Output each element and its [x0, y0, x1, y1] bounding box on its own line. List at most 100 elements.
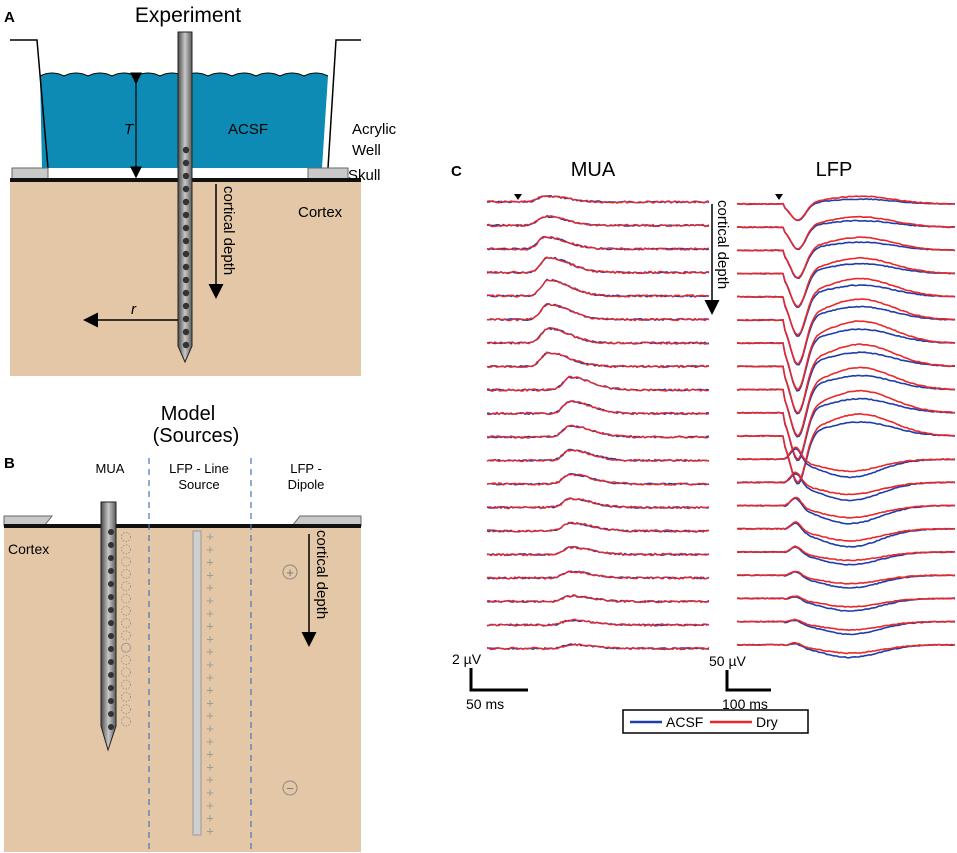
mua-source	[121, 667, 131, 678]
lfp-trace-dry	[736, 496, 956, 519]
lfp-trace-dry	[736, 412, 956, 483]
acsf-label: ACSF	[228, 121, 268, 138]
line-source-charge: +	[206, 631, 214, 646]
panel-c: C MUA LFP cortical depth 2 µV 50 ms 50 µ…	[451, 159, 956, 734]
mua-source	[121, 630, 131, 641]
probe-site	[182, 341, 190, 349]
mua-trace-dry	[487, 375, 710, 392]
cortex-label-a: Cortex	[298, 204, 343, 221]
mua-scale-bar	[469, 668, 528, 692]
lfp-trace-dry	[736, 570, 956, 585]
lfp-trace-acsf	[736, 374, 956, 438]
probe-site	[182, 328, 190, 336]
lfp-trace-dry	[736, 320, 956, 391]
lfp-trace-acsf	[737, 472, 956, 502]
acrylic-label: Acrylic	[352, 121, 397, 138]
probe-site	[182, 302, 190, 310]
mua-source	[121, 716, 131, 727]
line-source-charge: +	[206, 708, 214, 723]
mua-trace-acsf	[486, 302, 710, 322]
depth-label-a: cortical depth	[220, 186, 237, 275]
probe-site	[108, 633, 114, 639]
dipole-positive-sign: +	[286, 565, 294, 580]
lfp-trace-dry	[736, 446, 956, 473]
probe-site	[182, 211, 190, 219]
column-dipole: LFP -Dipole	[288, 461, 325, 492]
probe-site	[182, 289, 190, 297]
line-source-charge: +	[206, 555, 214, 570]
mua-source	[121, 532, 131, 542]
lfp-trace-dry	[736, 641, 955, 655]
probe-site	[108, 581, 114, 587]
panel-b-title-1: Model	[161, 403, 215, 425]
lfp-trace-acsf	[736, 420, 956, 485]
mua-trace-dry	[486, 302, 710, 322]
probe-site	[182, 198, 190, 206]
line-source-bar	[192, 530, 202, 836]
mua-source	[121, 655, 131, 665]
line-source-charge: +	[206, 593, 214, 608]
mua-trace-dry	[486, 399, 710, 416]
probe-site	[182, 237, 190, 245]
radius-label: r	[131, 301, 137, 318]
lfp-trace-dry	[736, 256, 956, 308]
probe-b-sites	[108, 529, 114, 730]
line-source-charge: +	[206, 644, 214, 659]
line-source-charge: +	[206, 529, 214, 544]
line-source-charges: ++++++++++++++++++++++++	[206, 529, 214, 838]
mua-trace-dry	[486, 214, 710, 228]
mua-trace-dry	[486, 351, 710, 369]
lfp-trace-acsf	[736, 546, 956, 566]
probe-site	[108, 620, 114, 626]
mua-trace-dry	[486, 473, 709, 487]
lfp-trace-acsf	[736, 448, 956, 479]
mua-trace-dry	[486, 448, 710, 463]
legend-dry-label: Dry	[756, 714, 778, 730]
probe-site	[182, 159, 190, 167]
lfp-trace-acsf	[736, 328, 956, 392]
lfp-trace-acsf	[736, 284, 956, 337]
mua-trace-dry	[486, 570, 710, 580]
lfp-trace-dry	[736, 595, 956, 608]
mua-trace-acsf	[486, 376, 710, 392]
mua-trace-dry	[487, 497, 710, 510]
lfp-trace-dry	[736, 521, 956, 542]
mua-trace-dry	[486, 194, 710, 204]
probe-site	[182, 172, 190, 180]
lfp-trace-acsf	[736, 351, 955, 415]
mua-scale-time: 50 ms	[466, 696, 504, 712]
probe-site	[108, 607, 114, 613]
mua-stimulus-marker	[514, 194, 522, 200]
mua-source	[121, 593, 131, 604]
column-mua: MUA	[96, 461, 125, 476]
probe-site	[108, 659, 114, 665]
panel-b-letter: B	[4, 455, 15, 472]
mua-source	[121, 581, 131, 592]
mua-title: MUA	[571, 159, 616, 181]
mua-sources	[121, 532, 131, 727]
mua-trace-dry	[486, 256, 710, 275]
line-source-charge: +	[206, 823, 214, 838]
probe-site	[108, 672, 114, 678]
panel-a: A Experiment T ACSF Acrylic Well Skull C…	[4, 4, 397, 376]
panel-c-letter: C	[451, 163, 462, 180]
probe-site	[182, 250, 190, 258]
probe-site	[182, 185, 190, 193]
skull-right	[307, 167, 349, 180]
probe-site	[108, 594, 114, 600]
thickness-label: T	[124, 121, 135, 138]
lfp-trace-dry	[736, 236, 956, 279]
line-source-charge: +	[206, 695, 214, 710]
mua-trace-dry	[487, 278, 710, 298]
mua-trace-dry	[486, 618, 710, 628]
dipole-positive	[282, 564, 298, 580]
line-source-charge: +	[206, 772, 214, 787]
probe-a	[177, 31, 193, 364]
lfp-traces	[736, 195, 956, 659]
line-source-charge: +	[206, 683, 214, 698]
probe-site	[108, 724, 114, 730]
lfp-trace-acsf	[736, 305, 956, 366]
mua-trace-dry	[486, 545, 710, 557]
lfp-trace-dry	[736, 343, 955, 414]
